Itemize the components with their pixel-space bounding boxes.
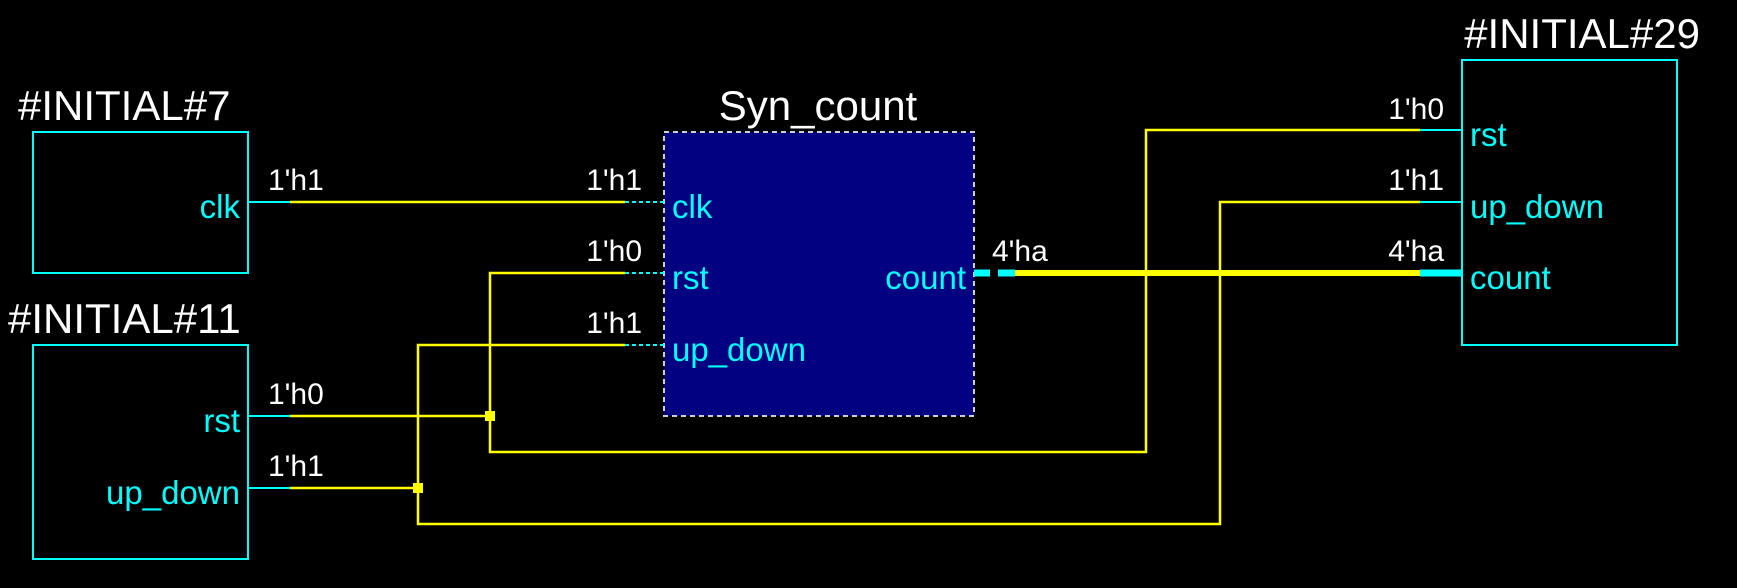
port-count-label: count — [1470, 259, 1551, 296]
module-title: #INITIAL#11 — [8, 295, 241, 342]
port-up-down-label: up_down — [672, 331, 806, 368]
junction-rst — [485, 411, 495, 421]
port-clk-label: clk — [200, 188, 241, 225]
wire-up-down-net[interactable] — [416, 200, 1420, 526]
value-label: 4'ha — [1388, 235, 1444, 268]
value-label: 1'h0 — [586, 235, 642, 268]
module-box[interactable] — [32, 344, 249, 560]
value-label: 1'h1 — [268, 164, 324, 197]
module-initial-7[interactable]: #INITIAL#7 clk 1'h1 — [18, 82, 324, 274]
value-label: 1'h1 — [1388, 164, 1444, 197]
module-initial-11[interactable]: #INITIAL#11 rst 1'h0 up_down 1'h1 — [8, 295, 324, 560]
module-initial-29[interactable]: #INITIAL#29 rst 1'h0 up_down 1'h1 count … — [1388, 10, 1700, 346]
junction-up-down — [413, 483, 423, 493]
value-label: 1'h1 — [586, 164, 642, 197]
wire-rst-net[interactable] — [488, 128, 1420, 454]
port-count-label: count — [885, 259, 966, 296]
module-syn-count[interactable]: Syn_count clk 1'h1 rst 1'h0 up_down 1'h1… — [586, 82, 1048, 417]
port-up-down-label: up_down — [1470, 188, 1604, 225]
port-up-down-label: up_down — [106, 474, 240, 511]
value-label: 1'h1 — [268, 450, 324, 483]
value-label: 1'h0 — [268, 378, 324, 411]
value-label: 1'h0 — [1388, 93, 1444, 126]
port-clk-label: clk — [672, 188, 713, 225]
value-label: 4'ha — [992, 235, 1048, 268]
value-label: 1'h1 — [586, 307, 642, 340]
port-rst-label: rst — [672, 259, 709, 296]
wires — [290, 128, 1420, 526]
port-rst-label: rst — [1470, 116, 1507, 153]
module-title: #INITIAL#29 — [1464, 10, 1700, 57]
port-rst-label: rst — [203, 402, 240, 439]
module-title: Syn_count — [719, 82, 918, 129]
module-title: #INITIAL#7 — [18, 82, 230, 129]
